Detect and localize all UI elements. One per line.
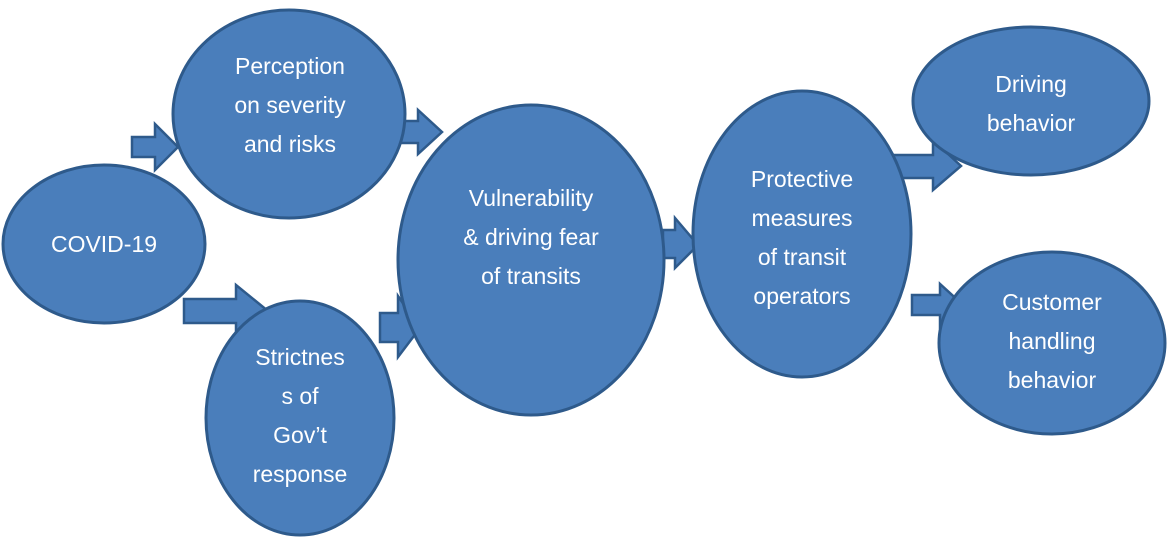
arrow-strictness-to-vulnerability bbox=[378, 291, 422, 361]
node-vulnerability bbox=[396, 103, 666, 417]
node-protective bbox=[691, 89, 913, 379]
arrow-covid-to-perception bbox=[130, 120, 180, 174]
node-perception bbox=[171, 8, 407, 220]
node-strictness bbox=[204, 299, 396, 537]
node-customer bbox=[937, 250, 1167, 436]
arrow-perception-to-vulnerability bbox=[398, 107, 444, 157]
node-covid bbox=[1, 163, 207, 325]
node-driving bbox=[911, 25, 1151, 177]
